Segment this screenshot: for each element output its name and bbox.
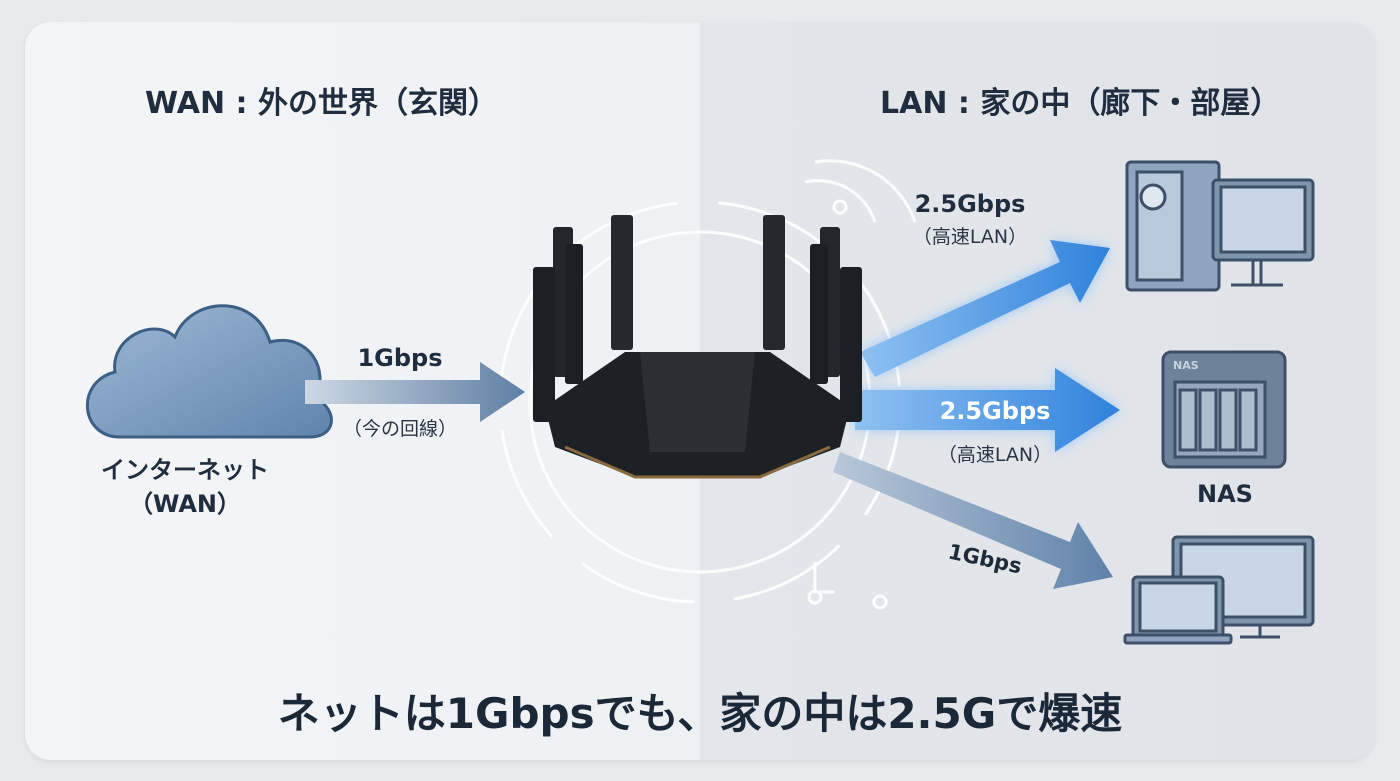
internet-sublabel: （WAN） bbox=[128, 490, 242, 518]
nas-icon bbox=[1161, 350, 1287, 469]
infographic-card: WAN : 外の世界（玄関） LAN : 家の中（廊下・部屋） インターネット … bbox=[25, 22, 1375, 760]
wan-speed-label: 1Gbps bbox=[357, 344, 443, 372]
desktop-pc-icon bbox=[1125, 160, 1315, 292]
lan-arrow-slow bbox=[833, 452, 1113, 589]
wan-speed-note: （今の回線） bbox=[342, 418, 457, 440]
lan-heading: LAN : 家の中（廊下・部屋） bbox=[880, 86, 1281, 121]
diagram-art bbox=[86, 159, 1315, 645]
laptop-monitor-icon bbox=[1123, 535, 1315, 645]
wifi-router-icon bbox=[533, 215, 862, 479]
cloud-icon bbox=[86, 304, 333, 439]
lan-speed-label-2: 2.5Gbps bbox=[939, 397, 1051, 425]
nas-label: NAS bbox=[1197, 480, 1253, 508]
lan-speed-label-1: 2.5Gbps bbox=[914, 190, 1026, 218]
wan-heading: WAN : 外の世界（玄関） bbox=[145, 86, 498, 121]
lan-arrow-fast-2 bbox=[855, 368, 1120, 452]
nas-device-text: NAS bbox=[1173, 359, 1199, 372]
internet-label: インターネット bbox=[101, 456, 269, 484]
footer-caption: ネットは1Gbpsでも、家の中は2.5Gで爆速 bbox=[277, 689, 1123, 738]
wan-arrow bbox=[305, 362, 525, 422]
lan-speed-note-1: （高速LAN） bbox=[912, 226, 1028, 248]
lan-speed-note-2: （高速LAN） bbox=[937, 444, 1053, 466]
lan-arrow-fast-1 bbox=[860, 240, 1110, 377]
